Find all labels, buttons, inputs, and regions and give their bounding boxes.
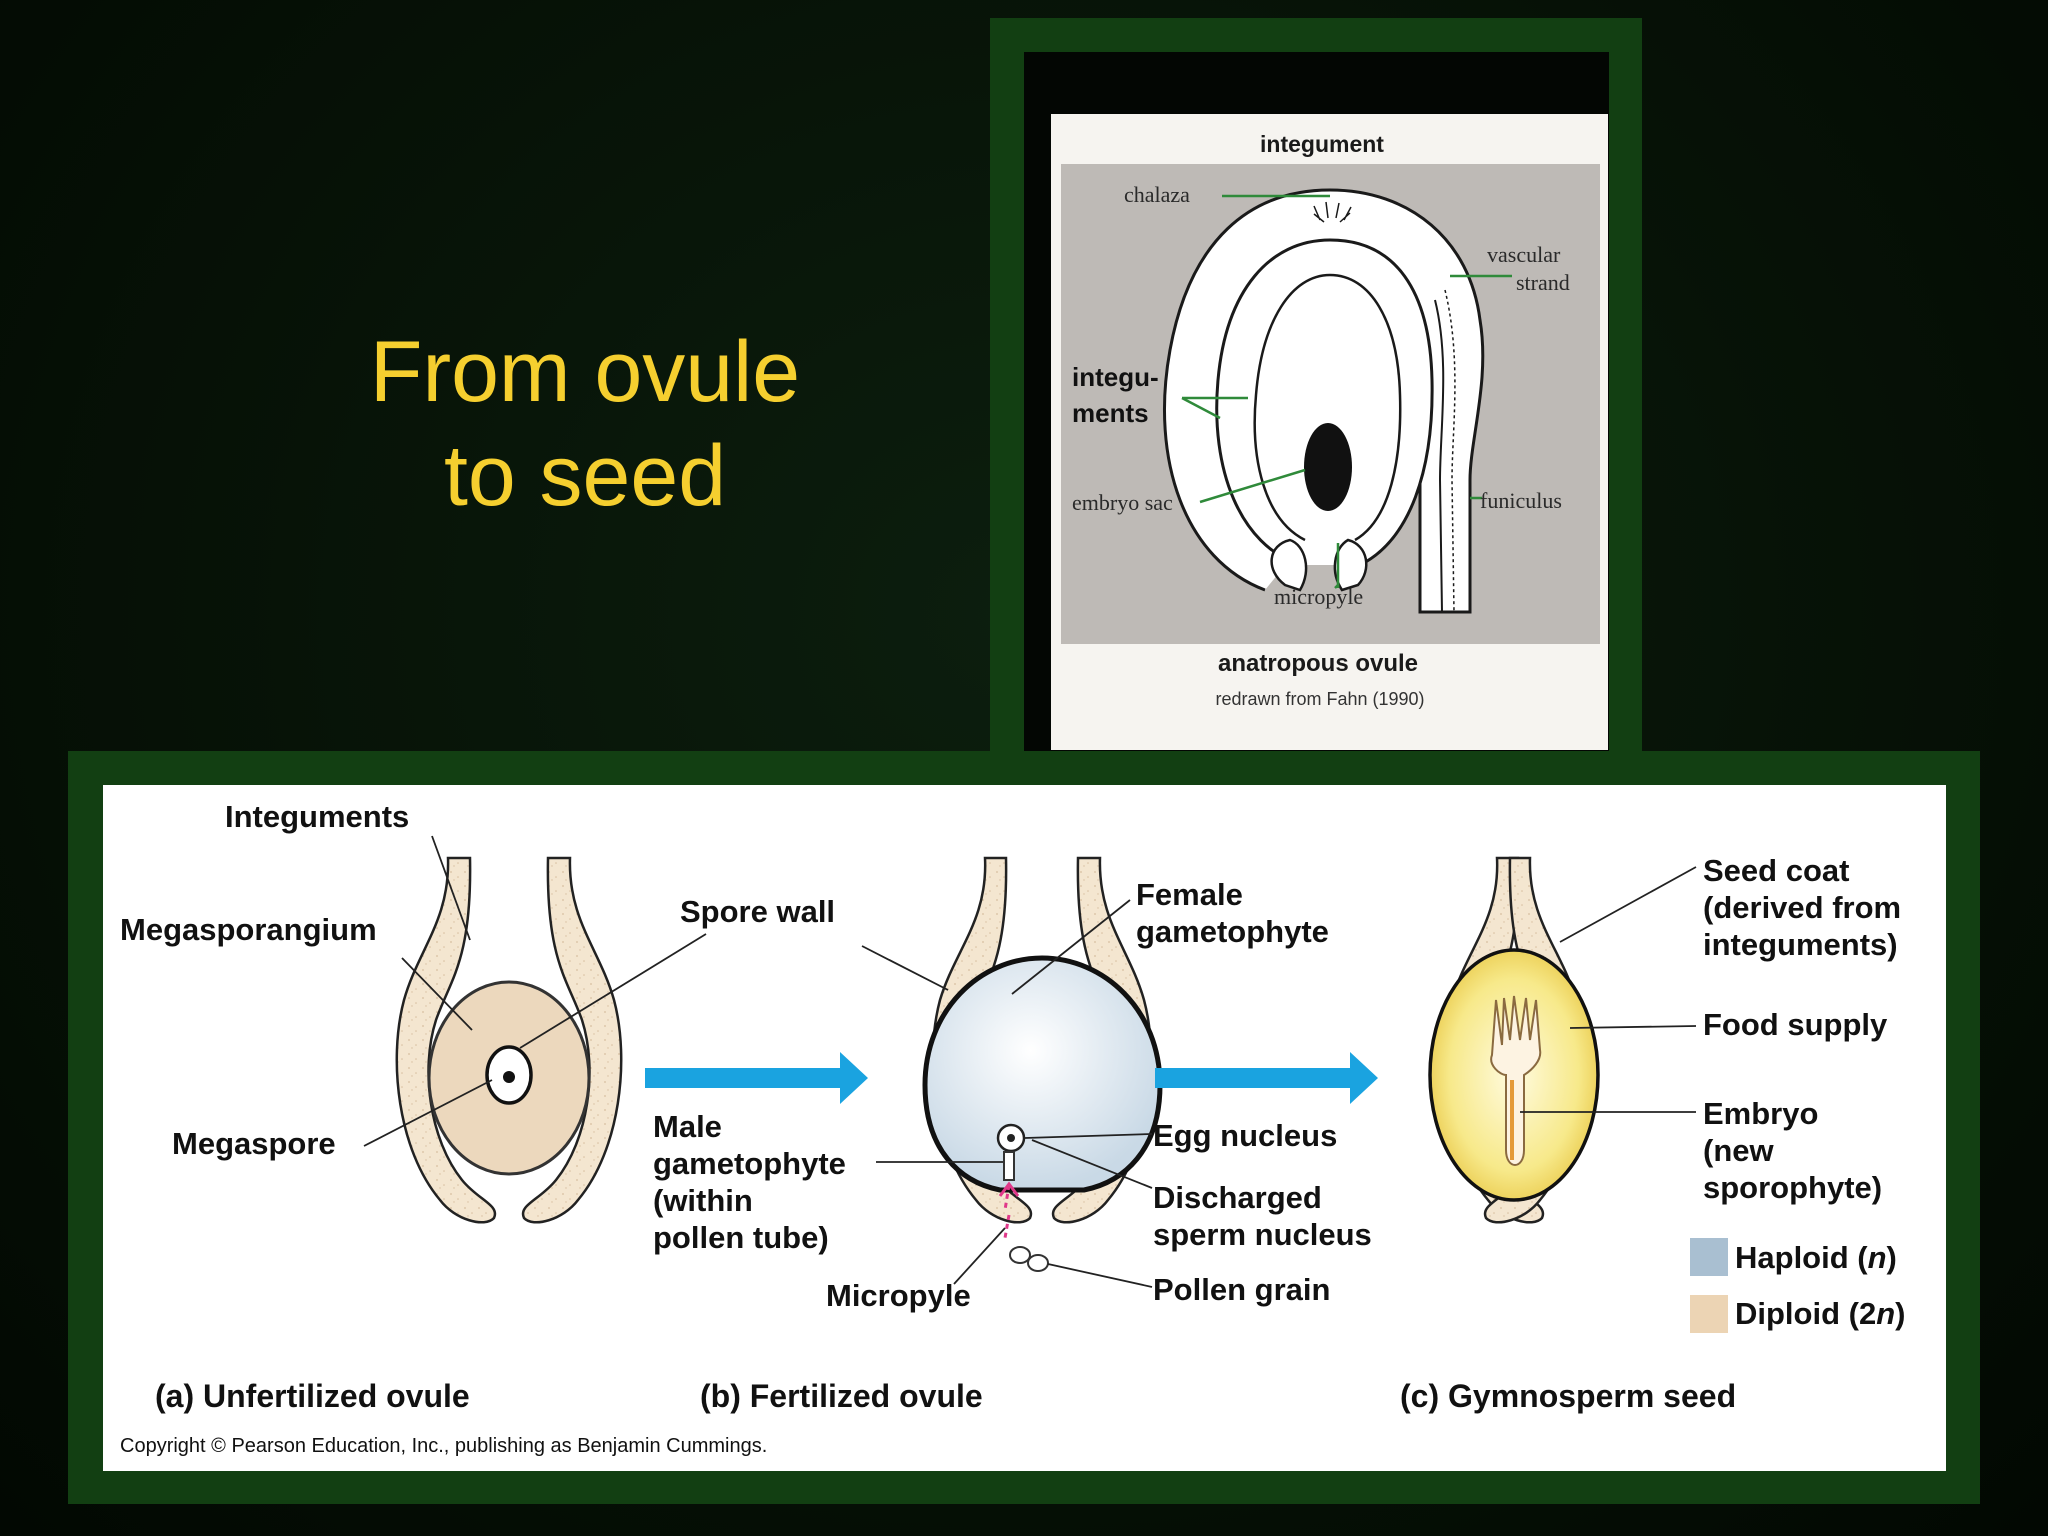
integuments-label: Integuments <box>225 799 409 834</box>
male-gametophyte-label-3: (within <box>653 1183 753 1218</box>
anatropous-caption: anatropous ovule <box>1218 650 1418 677</box>
embryo-label-3: sporophyte) <box>1703 1170 1882 1205</box>
seed-coat-label-1: Seed coat <box>1703 853 1849 888</box>
integuments-label-1: integu- <box>1072 362 1159 392</box>
female-gametophyte-shape <box>922 955 1163 1193</box>
gymnosperm-seed-drawing <box>1428 856 1600 1224</box>
pollen-tube-arrowhead <box>998 1181 1020 1197</box>
vascular-strand-line <box>1434 299 1445 613</box>
pollen-grain-label: Pollen grain <box>1153 1272 1330 1307</box>
embryo-sac-shape <box>1304 423 1352 511</box>
funiculus-label: funiculus <box>1480 488 1562 513</box>
seed-figure-labels: Integuments Megasporangium Megaspore Spo… <box>120 799 1901 1313</box>
title-line-2: to seed <box>443 428 727 524</box>
embryo-sac-label: embryo sac <box>1072 490 1173 515</box>
title-line-1: From ovule <box>369 324 801 420</box>
arrow-b-to-c <box>1155 1052 1378 1104</box>
fahn-credit: redrawn from Fahn (1990) <box>1215 689 1424 709</box>
embryo-label-2: (new <box>1703 1133 1775 1168</box>
haploid-label: Haploid (n) <box>1735 1240 1897 1275</box>
megaspore-nucleus <box>503 1071 515 1083</box>
copyright-text: Copyright © Pearson Education, Inc., pub… <box>120 1435 767 1457</box>
discharged-sperm-label-1: Discharged <box>1153 1180 1322 1215</box>
integument-heading: integument <box>1260 131 1384 157</box>
ovule-to-seed-figure: Integuments Megasporangium Megaspore Spo… <box>120 799 1905 1457</box>
egg-nucleus-label: Egg nucleus <box>1153 1118 1337 1153</box>
seed-coat-label-2: (derived from <box>1703 890 1901 925</box>
fertilized-ovule-drawing <box>922 856 1163 1272</box>
integument-left-a <box>395 856 497 1224</box>
diploid-swatch <box>1690 1295 1728 1333</box>
chalaza-label: chalaza <box>1124 182 1190 207</box>
male-gametophyte-label-4: pollen tube) <box>653 1220 829 1255</box>
spore-wall-label: Spore wall <box>680 894 835 929</box>
egg-nucleus-dot <box>1007 1134 1015 1142</box>
micropyle-label: Micropyle <box>826 1278 971 1313</box>
unfertilized-ovule-drawing <box>395 856 623 1224</box>
caption-c: (c) Gymnosperm seed <box>1400 1378 1736 1414</box>
megasporangium-label: Megasporangium <box>120 912 377 947</box>
female-gametophyte-label-2: gametophyte <box>1136 914 1329 949</box>
food-supply-label: Food supply <box>1703 1007 1888 1042</box>
male-gametophyte-label-2: gametophyte <box>653 1146 846 1181</box>
micropyle-lobe-right <box>1333 538 1368 592</box>
vascular-strand-label-2: strand <box>1516 270 1570 295</box>
megaspore-label: Megaspore <box>172 1126 336 1161</box>
micropyle-top-label: micropyle <box>1274 584 1363 609</box>
female-gametophyte-label-1: Female <box>1136 877 1243 912</box>
pollen-grain-shape <box>1009 1246 1031 1264</box>
arrow-a-to-b <box>645 1052 868 1104</box>
pollen-tube-path <box>1003 1184 1011 1239</box>
vascular-strand-dashes <box>1444 289 1456 613</box>
micropyle-lobe-left <box>1270 538 1308 592</box>
chalaza-tuft <box>1313 201 1352 223</box>
integument-right-a <box>521 856 623 1224</box>
ploidy-legend: Haploid (n) Diploid (2n) <box>1690 1238 1905 1333</box>
integuments-label-2: ments <box>1072 398 1149 428</box>
seed-figure-leader-lines <box>363 835 1697 1288</box>
discharged-sperm-label-2: sperm nucleus <box>1153 1217 1372 1252</box>
embryo-label-1: Embryo <box>1703 1096 1818 1131</box>
slide-title: From ovule to seed <box>300 320 870 528</box>
anatropous-ovule-figure: integument chalaza vascular strand integ… <box>1061 131 1600 709</box>
embryo-shape <box>1490 995 1542 1166</box>
diploid-label: Diploid (2n) <box>1735 1296 1905 1331</box>
pollen-grain-shape-2 <box>1027 1254 1049 1272</box>
caption-a: (a) Unfertilized ovule <box>155 1378 470 1414</box>
vascular-strand-label-1: vascular <box>1487 242 1561 267</box>
haploid-swatch <box>1690 1238 1728 1276</box>
ovule-leader-lines <box>1181 194 1512 589</box>
pollen-tube-shape <box>1003 1151 1015 1181</box>
caption-b: (b) Fertilized ovule <box>700 1378 983 1414</box>
seed-coat-label-3: integuments) <box>1703 927 1898 962</box>
male-gametophyte-label-1: Male <box>653 1109 722 1144</box>
seed-figure-captions: (a) Unfertilized ovule (b) Fertilized ov… <box>155 1378 1736 1414</box>
